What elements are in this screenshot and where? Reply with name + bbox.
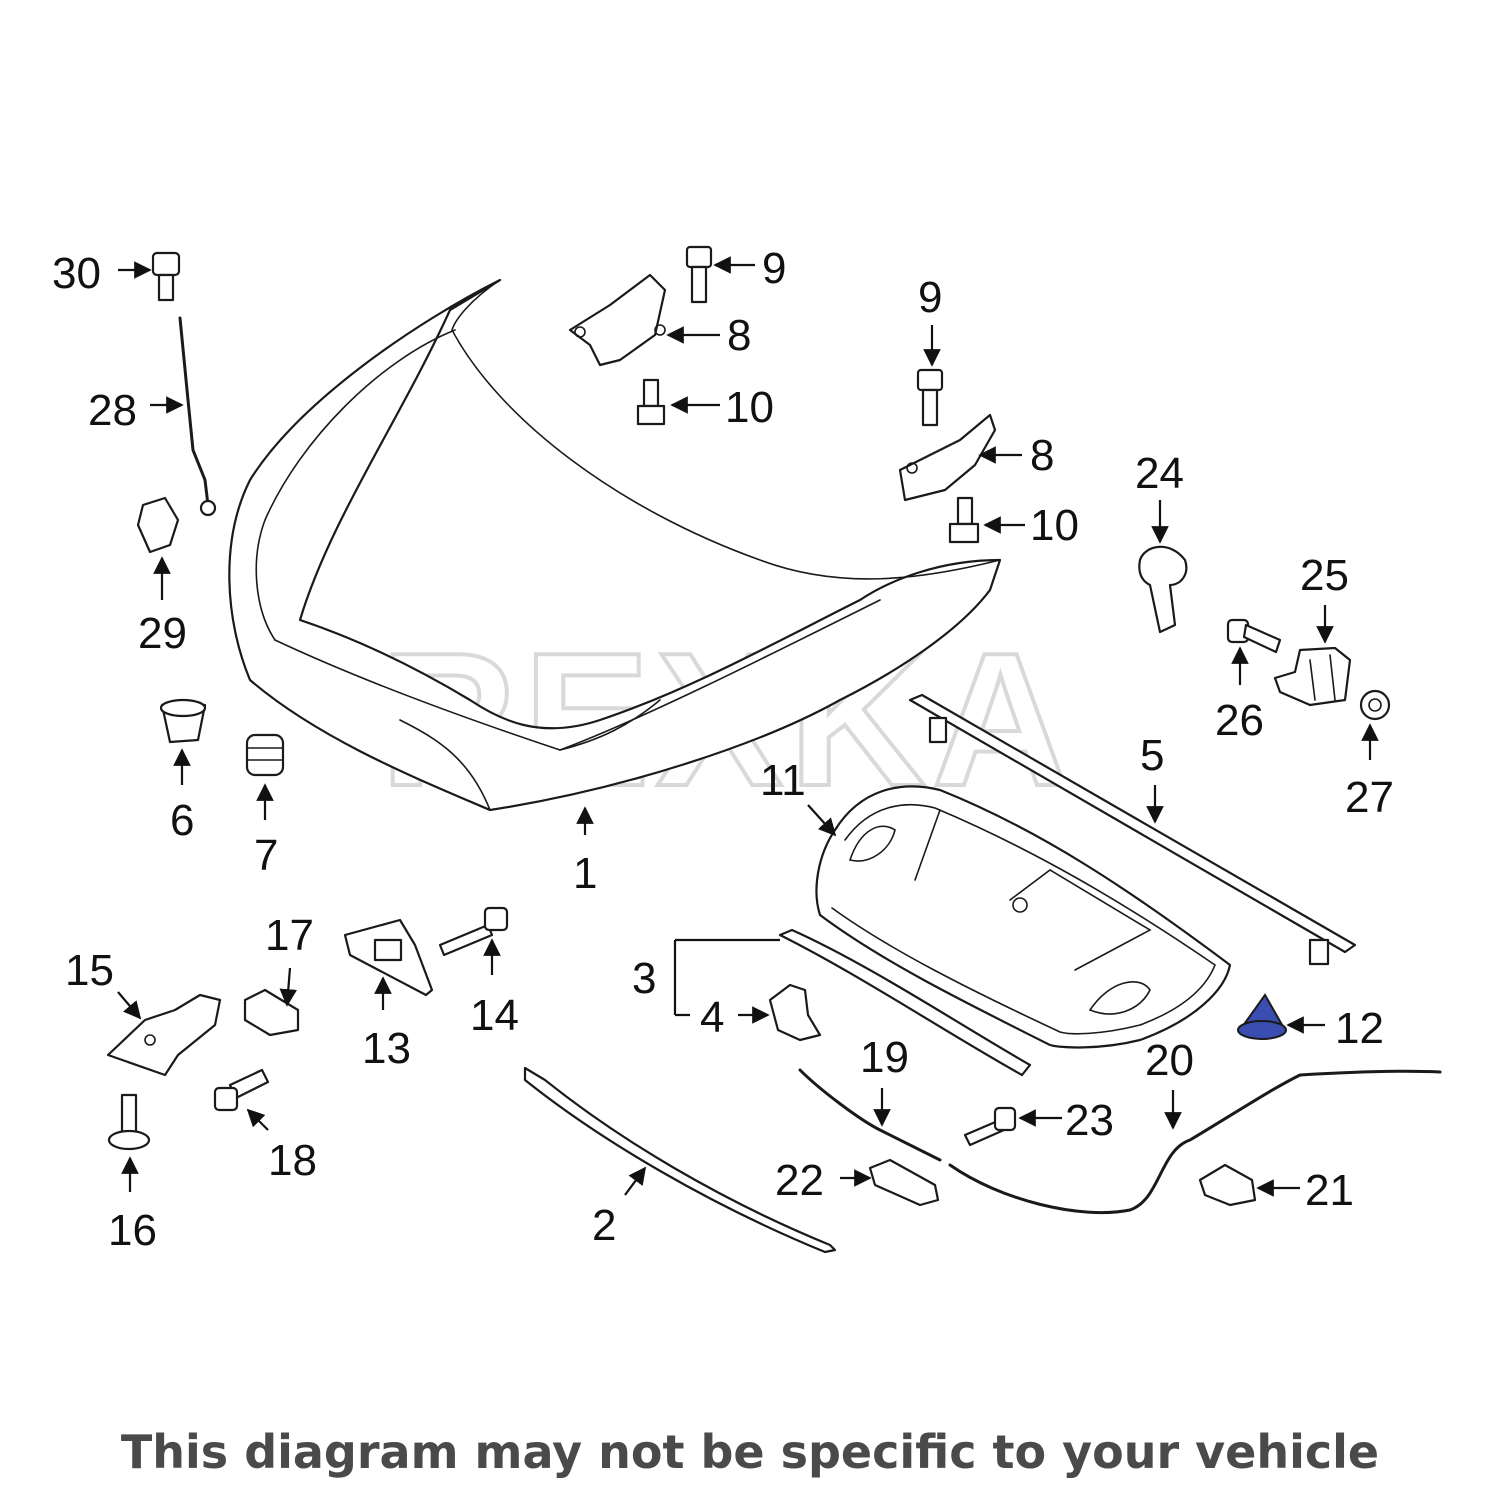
part-17-clip: [243, 988, 300, 1037]
part-4-clip: [768, 983, 822, 1042]
part-25-latch: [1273, 646, 1352, 707]
part-8-hinge-right: [898, 413, 997, 502]
callout-15: 15: [65, 946, 114, 995]
callout-24: 24: [1135, 449, 1184, 498]
part-2-seal: [523, 1066, 837, 1254]
part-13-latch: [343, 918, 434, 997]
callout-10b: 10: [1030, 501, 1079, 550]
part-9-bolt-right: [916, 368, 944, 427]
callout-9a: 9: [762, 244, 786, 293]
disclaimer-text: This diagram may not be specific to your…: [120, 1425, 1380, 1479]
callout-6: 6: [170, 796, 194, 845]
callout-2: 2: [592, 1201, 616, 1250]
callout-29: 29: [138, 609, 187, 658]
part-5-seal-bar: [908, 693, 1357, 966]
callout-20: 20: [1145, 1036, 1194, 1085]
callout-27: 27: [1345, 773, 1394, 822]
part-15-bracket: [106, 993, 222, 1077]
part-26-bolt: [1226, 618, 1282, 654]
part-12-retainer-clip: [1237, 993, 1287, 1040]
callout-5: 5: [1140, 731, 1164, 780]
callout-11: 11: [760, 756, 806, 805]
callout-18: 18: [268, 1136, 317, 1185]
callout-8b: 8: [1030, 431, 1054, 480]
part-1-hood: [228, 278, 1002, 812]
part-11-insulator: [815, 785, 1232, 1049]
part-10-bolt-right: [948, 496, 980, 544]
part-7-stop: [245, 733, 285, 777]
part-23-bolt: [963, 1106, 1017, 1147]
callout-16: 16: [108, 1206, 157, 1255]
callout-19: 19: [860, 1033, 909, 1082]
callout-25: 25: [1300, 551, 1349, 600]
callout-4: 4: [700, 993, 724, 1042]
part-10-bolt-left: [636, 378, 666, 426]
part-29-holder: [136, 496, 180, 554]
callout-9b: 9: [918, 273, 942, 322]
callout-10a: 10: [725, 383, 774, 432]
part-28-prop-rod: [178, 316, 217, 517]
callout-13: 13: [362, 1024, 411, 1073]
part-22-bracket: [868, 1158, 940, 1207]
part-8-hinge-left: [568, 273, 667, 367]
part-3-weatherstrip: [778, 928, 1032, 1077]
callout-14: 14: [470, 991, 519, 1040]
part-21-guide: [1198, 1163, 1257, 1207]
callout-28: 28: [88, 386, 137, 435]
part-20-cable: [948, 1069, 1442, 1214]
callout-30: 30: [52, 249, 101, 298]
part-27-nut: [1359, 689, 1391, 721]
callout-labels: 1 2 3 4 5 6 7 8 8 9 9 10 10 11 12 13 14 …: [52, 244, 1394, 1255]
part-19-cable: [798, 1068, 942, 1162]
callout-17: 17: [265, 911, 314, 960]
leader-lines: [117, 256, 1379, 1197]
part-14-bolt: [438, 906, 509, 957]
part-6-bumper: [159, 698, 207, 744]
callout-23: 23: [1065, 1096, 1114, 1145]
part-24-handle: [1138, 545, 1188, 634]
part-30-bolt: [151, 251, 181, 302]
callout-12: 12: [1335, 1004, 1384, 1053]
callout-1: 1: [573, 849, 597, 898]
callout-26: 26: [1215, 696, 1264, 745]
part-18-bolt: [213, 1068, 270, 1112]
callout-7: 7: [254, 831, 278, 880]
callout-21: 21: [1305, 1166, 1354, 1215]
callout-8a: 8: [727, 311, 751, 360]
part-16-bolt: [107, 1093, 151, 1151]
callout-3: 3: [632, 954, 656, 1003]
callout-22: 22: [775, 1156, 824, 1205]
part-9-bolt-left: [685, 245, 713, 304]
